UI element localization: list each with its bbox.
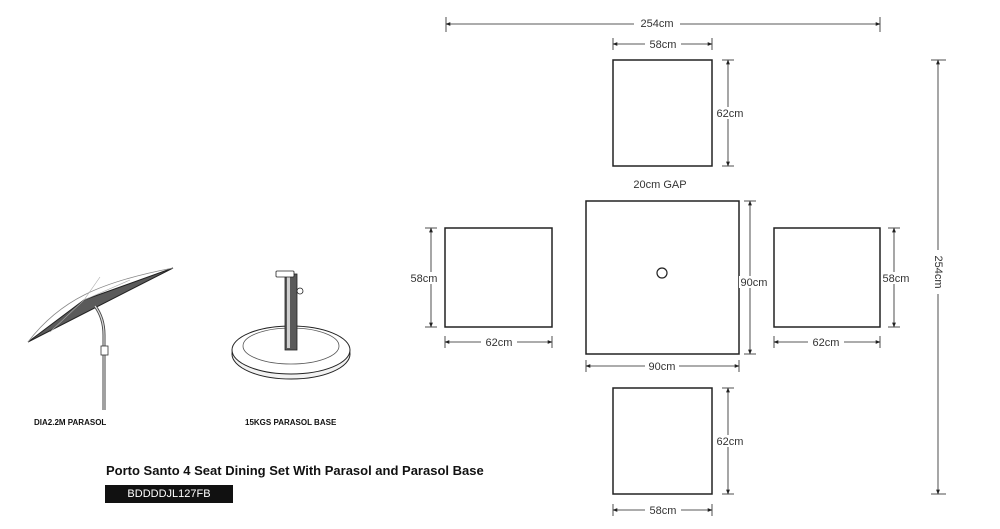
product-title: Porto Santo 4 Seat Dining Set With Paras…: [106, 463, 484, 478]
right-chair: [773, 227, 881, 328]
overall-depth-label: 254cm: [932, 255, 944, 288]
top-chair-depth-label: 62cm: [717, 108, 744, 120]
table-depth-label: 90cm: [741, 277, 768, 289]
top-chair-width-label: 58cm: [650, 39, 677, 51]
parasol-base-caption: 15KGS PARASOL BASE: [245, 418, 337, 427]
overall-width-label: 254cm: [640, 18, 673, 30]
product-code-badge: BDDDDJL127FB: [105, 485, 233, 503]
top-chair: [612, 59, 713, 167]
left-chair-width-label: 62cm: [486, 337, 513, 349]
parasol-caption: DIA2.2M PARASOL: [34, 418, 106, 427]
bottom-chair: [612, 387, 713, 495]
parasol-hole: [656, 267, 668, 279]
right-chair-depth-label: 58cm: [883, 273, 910, 285]
left-chair: [444, 227, 553, 328]
gap-label: 20cm GAP: [633, 179, 686, 191]
left-chair-depth-label: 58cm: [411, 273, 438, 285]
parasol-base-illustration: [231, 270, 351, 380]
parasol-illustration: [27, 267, 174, 410]
bottom-chair-depth-label: 62cm: [717, 436, 744, 448]
bottom-chair-width-label: 58cm: [650, 505, 677, 517]
right-chair-width-label: 62cm: [813, 337, 840, 349]
table-width-label: 90cm: [649, 361, 676, 373]
parasol-canopy: [27, 267, 174, 343]
